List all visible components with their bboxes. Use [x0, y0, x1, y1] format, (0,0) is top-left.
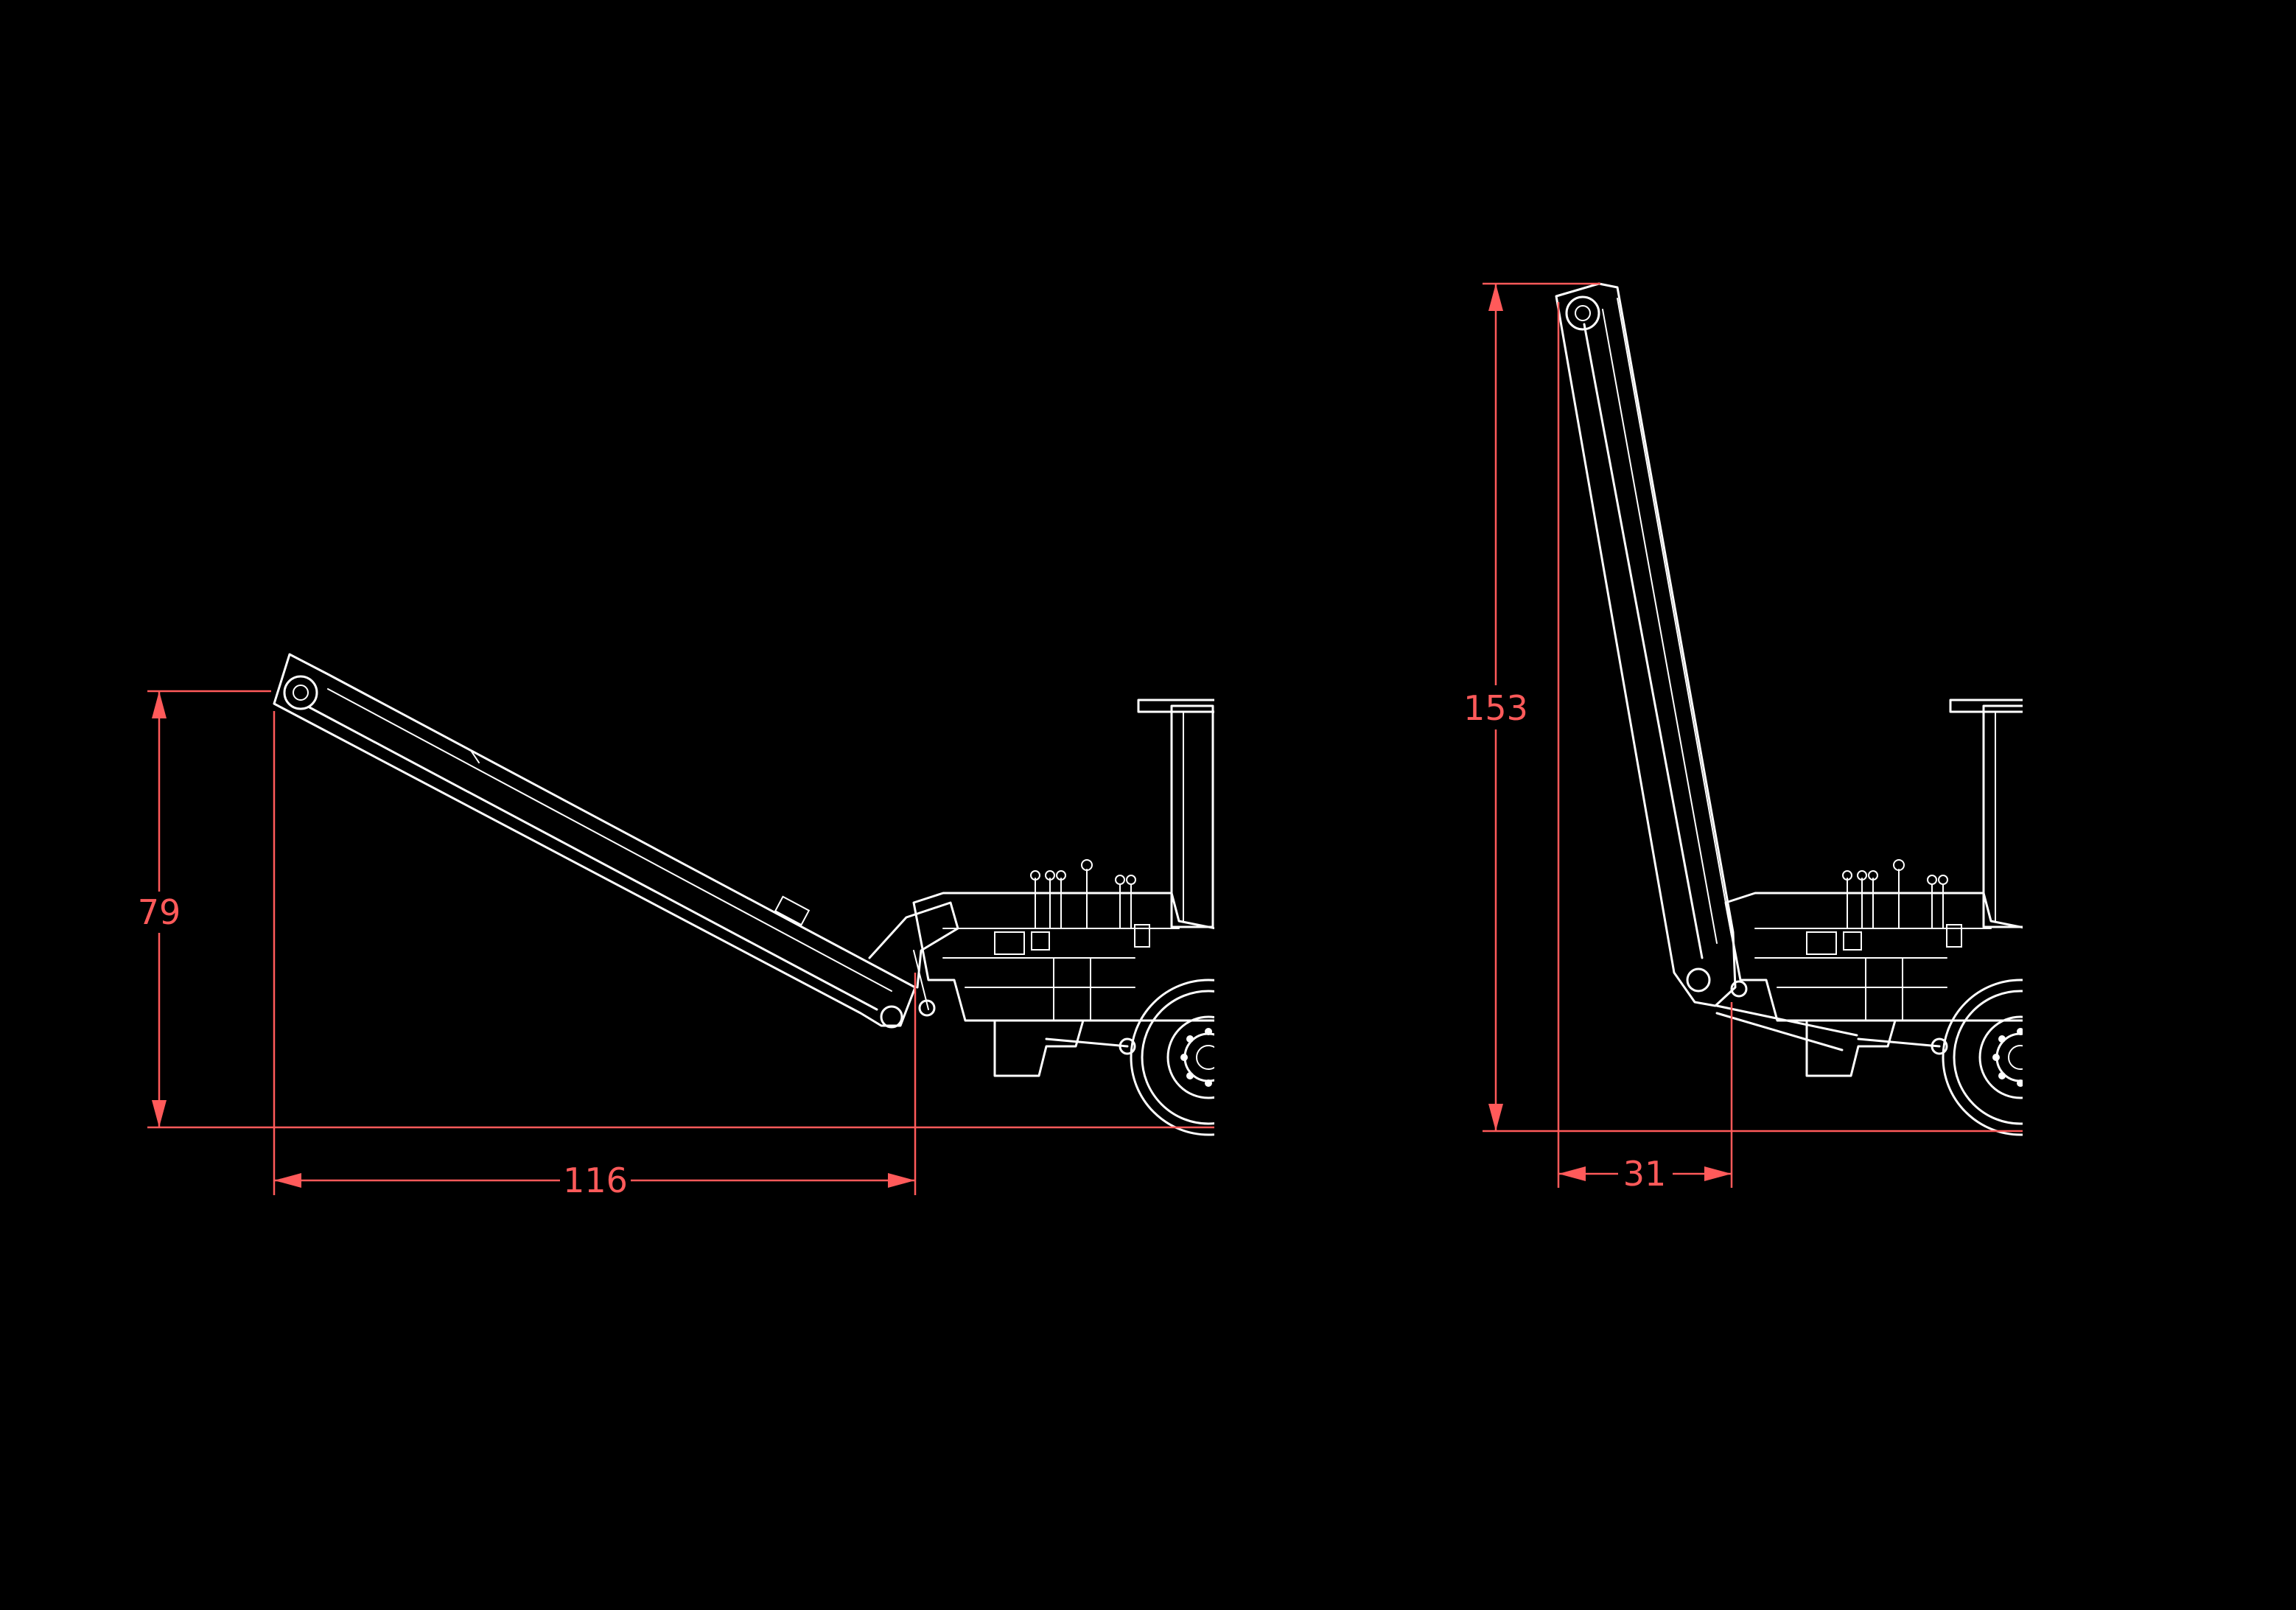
dimension-vertical-right: 153: [1462, 282, 1600, 1131]
machine-body-left: [912, 699, 1214, 1136]
dimension-label-79: 79: [138, 892, 181, 932]
machine-body-right: [1724, 699, 2023, 1136]
dimension-horizontal-right: 31: [1557, 302, 1733, 1194]
tail-roller-icon: [880, 1005, 903, 1029]
dimension-vertical-left: 79: [133, 690, 271, 1127]
tail-roller-high-icon: [1686, 967, 1711, 993]
head-pulley-high-icon: [1565, 295, 1600, 331]
head-pulley-icon: [283, 675, 318, 710]
dimension-horizontal-left: 116: [273, 711, 917, 1201]
dimension-label-153: 153: [1463, 688, 1528, 728]
dimension-label-31: 31: [1623, 1154, 1667, 1194]
view-low-position: 79 116: [133, 653, 1214, 1201]
dimension-label-116: 116: [563, 1161, 628, 1200]
conveyor-boom-high: [1555, 282, 1858, 1051]
conveyor-boom-low: [273, 653, 959, 1029]
view-high-position: 153 31: [1462, 282, 2023, 1194]
